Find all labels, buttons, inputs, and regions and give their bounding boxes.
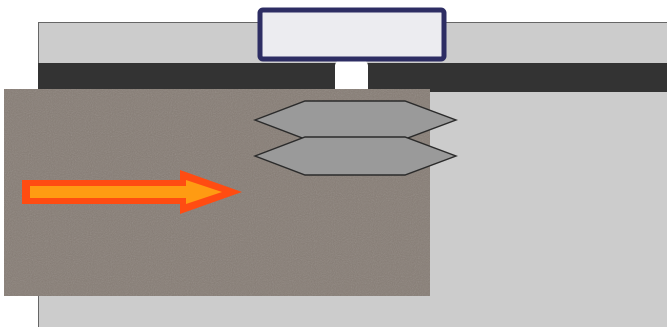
lower-hexagon xyxy=(253,136,459,176)
direction-arrow xyxy=(22,170,242,214)
arrow-inner xyxy=(30,180,222,204)
top-block xyxy=(257,7,447,62)
